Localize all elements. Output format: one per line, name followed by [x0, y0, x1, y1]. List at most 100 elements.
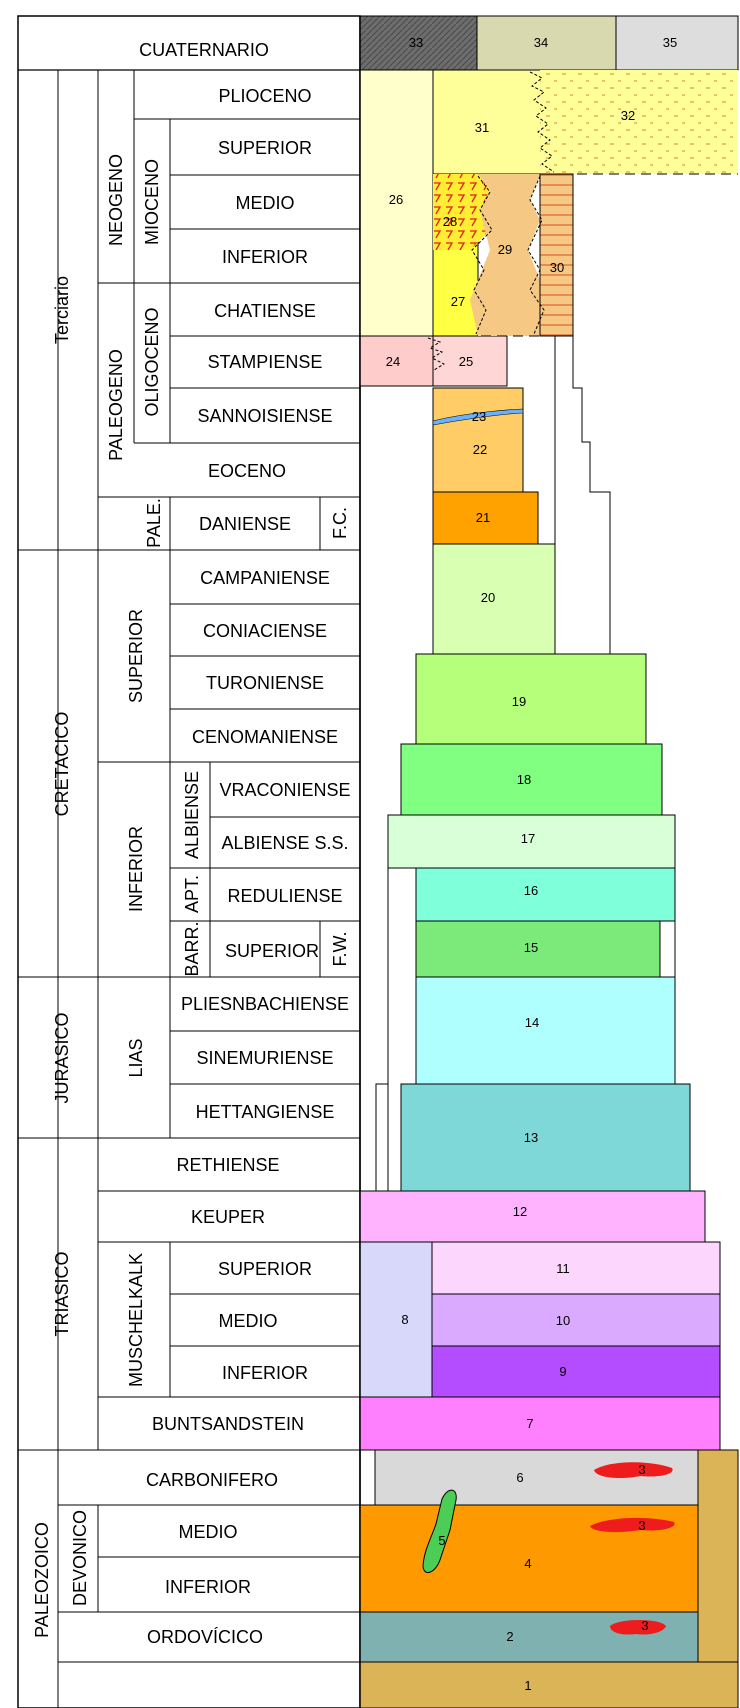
stage-superior-mioceno: SUPERIOR: [218, 138, 312, 158]
unit-6-label: 6: [516, 1470, 523, 1485]
unit-9: [431, 1345, 721, 1398]
unit-16-label: 16: [524, 883, 538, 898]
inferior-cretacico-label: INFERIOR: [126, 826, 146, 912]
stage-stampiense: STAMPIENSE: [208, 352, 323, 372]
unit-2-label: 2: [506, 1629, 513, 1644]
triasico-label: TRIASICO: [52, 1251, 72, 1336]
terciario-label: Terciario: [52, 276, 72, 344]
unit-12-label: 12: [513, 1204, 527, 1219]
unit-3-lens-middle: [590, 1517, 675, 1533]
stage-campaniense: CAMPANIENSE: [200, 568, 330, 588]
stage-rethiense: RETHIENSE: [176, 1155, 279, 1175]
unit-13-label: 13: [524, 1130, 538, 1145]
unit-28: [433, 174, 490, 250]
stage-hettangiense: HETTANGIENSE: [196, 1102, 335, 1122]
stage-medio-devonico: MEDIO: [178, 1522, 237, 1542]
column-35-header: [615, 15, 739, 71]
unit-1-label: 1: [524, 1678, 531, 1693]
unit-18: [400, 743, 663, 816]
unit-8-label: 8: [401, 1312, 408, 1327]
unit-1-side: [697, 1449, 739, 1663]
gap-line-jurassic: [375, 1083, 389, 1191]
unit-22: [432, 387, 524, 493]
unit-11: [431, 1241, 721, 1295]
unit-21: [432, 491, 539, 545]
stage-sinemuriense: SINEMURIENSE: [196, 1048, 333, 1068]
unit-30-label: 30: [550, 260, 564, 275]
stage-inferior-devonico: INFERIOR: [165, 1577, 251, 1597]
unit-20-label: 20: [481, 590, 495, 605]
fc-label: F.C.: [330, 507, 350, 539]
column-34-header: [476, 15, 617, 71]
stage-superior-barr: SUPERIOR: [225, 941, 319, 961]
contact-24-25: [427, 337, 446, 371]
unit-23: [432, 408, 524, 426]
unit-24: [359, 335, 434, 387]
mioceno-label: MIOCENO: [142, 159, 162, 245]
unit-4-label: 4: [524, 1556, 531, 1571]
superior-cretacico-label: SUPERIOR: [126, 609, 146, 703]
stage-vraconiense: VRACONIENSE: [219, 780, 350, 800]
unit-32-label: 32: [621, 108, 635, 123]
unit-25-label: 25: [459, 354, 473, 369]
unit-31-label: 31: [475, 120, 489, 135]
unit-8: [359, 1241, 433, 1398]
unit-10-label: 10: [556, 1313, 570, 1328]
unit-7: [359, 1396, 721, 1451]
fw-label: F.W.: [330, 932, 350, 967]
unit-10: [431, 1293, 721, 1347]
unit-28-label: 28: [443, 214, 457, 229]
unit-17: [387, 814, 676, 869]
unit-19: [415, 653, 647, 745]
unit-21-label: 21: [476, 510, 490, 525]
unit-3-label-middle: 3: [638, 1518, 645, 1533]
unit-27-label: 27: [451, 294, 465, 309]
unit-32: [540, 70, 738, 174]
devonico-label: DEVONICO: [70, 1510, 90, 1606]
stage-sannoisiense: SANNOISIENSE: [197, 406, 332, 426]
column-35-label: 35: [663, 35, 677, 50]
column-34-label: 34: [534, 35, 548, 50]
unit-17-label: 17: [521, 831, 535, 846]
lithologic-units: 33 34 35 1 2 4 6 5 3 3 3 7 8: [359, 15, 739, 1708]
stage-keuper: KEUPER: [191, 1207, 265, 1227]
unit-11-label: 11: [556, 1261, 570, 1276]
unit-20: [432, 543, 556, 655]
unit-5-label: 5: [438, 1533, 445, 1548]
unit-15-label: 15: [524, 940, 538, 955]
oligoceno-label: OLIGOCENO: [142, 307, 162, 416]
unit-19-label: 19: [512, 694, 526, 709]
paleogeno-label: PALEOGENO: [106, 349, 126, 461]
stage-ordovicico: ORDOVÍCICO: [147, 1627, 263, 1647]
unit-16: [415, 867, 676, 922]
stage-medio-muschelkalk: MEDIO: [218, 1311, 277, 1331]
contact-31-32: [529, 71, 555, 173]
stage-plioceno: PLIOCENO: [218, 86, 311, 106]
stage-inferior-muschelkalk: INFERIOR: [222, 1363, 308, 1383]
albiense-label: ALBIENSE: [182, 771, 202, 859]
unit-5: [422, 1489, 457, 1574]
stage-daniense: DANIENSE: [199, 514, 291, 534]
barr-label: BARR.: [182, 921, 202, 976]
pale-label: PALE.: [144, 498, 164, 548]
unit-3-label-lower: 3: [641, 1618, 648, 1633]
neogeno-label: NEOGENO: [106, 154, 126, 246]
stage-albiense-ss: ALBIENSE S.S.: [221, 833, 348, 853]
muschelkalk-label: MUSCHELKALK: [126, 1253, 146, 1387]
lias-label: LIAS: [126, 1038, 146, 1077]
column-33-header: [359, 15, 478, 71]
unit-9-label: 9: [559, 1364, 566, 1379]
unit-3-label-upper: 3: [638, 1462, 645, 1477]
column-33-label: 33: [409, 35, 423, 50]
unit-14-label: 14: [525, 1015, 539, 1030]
unit-22-label: 22: [473, 442, 487, 457]
stage-cenomaniense: CENOMANIENSE: [192, 727, 338, 747]
unit-12: [359, 1190, 706, 1243]
jurasico-label: JURASICO: [52, 1012, 72, 1103]
unit-23-label: 23: [472, 409, 486, 424]
stage-eoceno: EOCENO: [208, 461, 286, 481]
unit-24-label: 24: [386, 354, 400, 369]
cuaternario-label: CUATERNARIO: [139, 40, 269, 60]
unit-15: [415, 920, 661, 978]
cretacico-label: CRETACICO: [52, 712, 72, 817]
